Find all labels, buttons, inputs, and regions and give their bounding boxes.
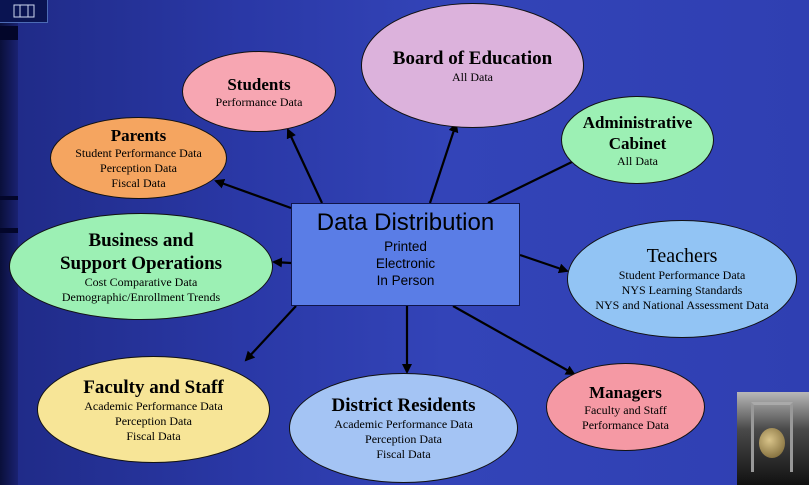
node-parents-line-3: Fiscal Data [111,176,166,190]
node-business-line-2: Demographic/Enrollment Trends [61,289,221,304]
center-box: Data Distribution Printed Electronic In … [291,203,520,306]
center-line-1: Printed [384,239,427,254]
node-managers-line-2: Performance Data [582,417,669,432]
node-residents-line-3: Fiscal Data [376,447,431,461]
node-residents-line-1: Academic Performance Data [334,417,473,431]
arrow-to-managers [452,305,576,375]
node-teachers-line-3: NYS and National Assessment Data [595,298,769,312]
arrow-to-students [286,128,323,204]
band-stripe [0,196,18,200]
arrow-to-parents [214,179,292,210]
node-business: Business and Support Operations Cost Com… [9,213,273,320]
node-faculty-title: Faculty and Staff [83,376,224,398]
node-teachers-title: Teachers [646,245,718,267]
node-teachers-line-2: NYS Learning Standards [621,283,743,297]
node-faculty-line-1: Academic Performance Data [84,398,223,413]
band-stripe [0,228,18,233]
node-faculty-line-2: Perception Data [115,413,192,428]
node-teachers-line-1: Student Performance Data [618,268,746,282]
node-students-line: Performance Data [215,94,303,109]
center-line-3: In Person [376,273,435,288]
node-managers-line-1: Faculty and Staff [584,402,667,417]
node-cabinet-line: All Data [617,153,658,168]
node-cabinet-title-2: Cabinet [608,133,667,153]
band-stripe [0,26,18,40]
node-parents: Parents Student Performance Data Percept… [50,117,227,199]
trophy-cup [759,428,785,458]
node-cabinet: Administrative Cabinet All Data [561,96,714,184]
node-board-line: All Data [452,70,493,84]
node-business-title-1: Business and [88,229,194,251]
corner-logo [0,0,48,23]
arrow-to-faculty [244,305,297,362]
node-parents-line-2: Perception Data [100,161,177,175]
left-decorative-band [0,0,18,485]
arrow-to-cabinet [487,157,582,204]
node-faculty-line-3: Fiscal Data [126,428,181,443]
arrow-to-teachers [519,253,569,274]
node-faculty: Faculty and Staff Academic Performance D… [37,356,270,463]
node-board-title: Board of Education [392,48,553,69]
center-title: Data Distribution [316,209,495,236]
node-managers-title: Managers [589,382,662,402]
node-students: Students Performance Data [182,51,336,132]
node-students-title: Students [227,74,291,94]
node-cabinet-title-1: Administrative [582,112,693,132]
node-residents-line-2: Perception Data [365,432,442,446]
node-residents: District Residents Academic Performance … [289,373,518,483]
node-parents-line-1: Student Performance Data [75,146,202,160]
node-business-line-1: Cost Comparative Data [84,274,198,289]
trophy-frame [751,402,793,472]
node-managers: Managers Faculty and Staff Performance D… [546,363,705,451]
node-business-title-2: Support Operations [59,252,223,274]
trophy-photo [737,392,809,485]
center-line-2: Electronic [375,256,436,271]
node-board: Board of Education All Data [361,3,584,128]
arrow-to-business [272,257,292,268]
node-parents-title: Parents [110,126,167,145]
arrow-to-board [428,122,459,204]
node-residents-title: District Residents [331,395,476,416]
node-teachers: Teachers Student Performance Data NYS Le… [567,220,797,338]
